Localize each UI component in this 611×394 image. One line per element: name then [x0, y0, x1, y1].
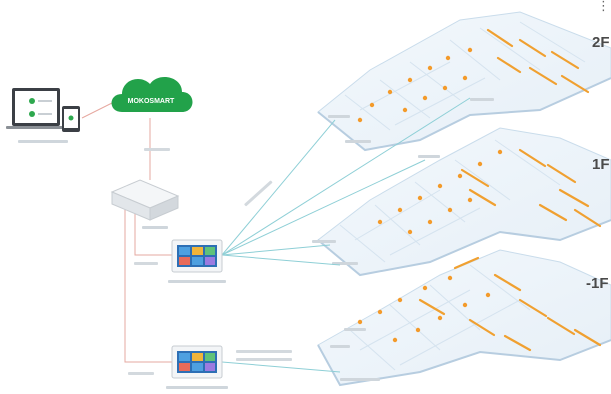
floor-label-1F: 1F [592, 156, 610, 173]
router-icon [110, 179, 180, 229]
floor-plate-2F [317, 11, 611, 152]
light-fixture-icon [518, 38, 547, 58]
more-vert-icon[interactable]: ⋮ [597, 0, 610, 14]
plan-callouts [312, 98, 494, 381]
light-fixtures [418, 28, 602, 352]
floor-label-2F: 2F [592, 34, 610, 51]
cloud-label: MOKOSMART [128, 98, 175, 105]
light-fixture-icon [418, 298, 446, 316]
light-fixture-icon [538, 203, 568, 222]
link-captions [236, 180, 292, 361]
wired-captions [128, 148, 170, 375]
sensor-nodes [357, 47, 503, 343]
light-fixture-icon [528, 66, 558, 86]
light-fixture-icon [573, 208, 602, 228]
floor-plate-B1 [317, 249, 611, 387]
light-fixture-icon [518, 148, 547, 168]
light-fixture-icon [486, 28, 514, 48]
floor-plate-1F [317, 127, 611, 277]
light-fixture-icon [453, 256, 480, 270]
light-fixture-icon [550, 50, 580, 70]
light-fixture-icon [496, 56, 522, 74]
cloud-icon: MOKOSMART [111, 77, 193, 112]
gateway-panel-icon [168, 239, 226, 283]
light-fixture-icon [468, 318, 496, 337]
wired-links [81, 99, 172, 363]
light-fixture-icon [546, 163, 577, 184]
light-fixture-icon [503, 334, 532, 352]
floor-label-B1: -1F [586, 275, 609, 292]
light-fixture-icon [573, 328, 602, 347]
light-fixture-icon [558, 188, 590, 208]
wireless-links [221, 97, 471, 373]
laptop-tablet-icon [6, 88, 80, 143]
light-fixture-icon [518, 298, 548, 318]
light-fixture-icon [460, 168, 490, 188]
light-fixture-icon [493, 273, 522, 292]
light-fixture-icon [560, 74, 590, 94]
light-fixture-icon [468, 188, 497, 207]
light-fixture-icon [546, 316, 576, 336]
gateway-panel-icon [166, 345, 228, 389]
